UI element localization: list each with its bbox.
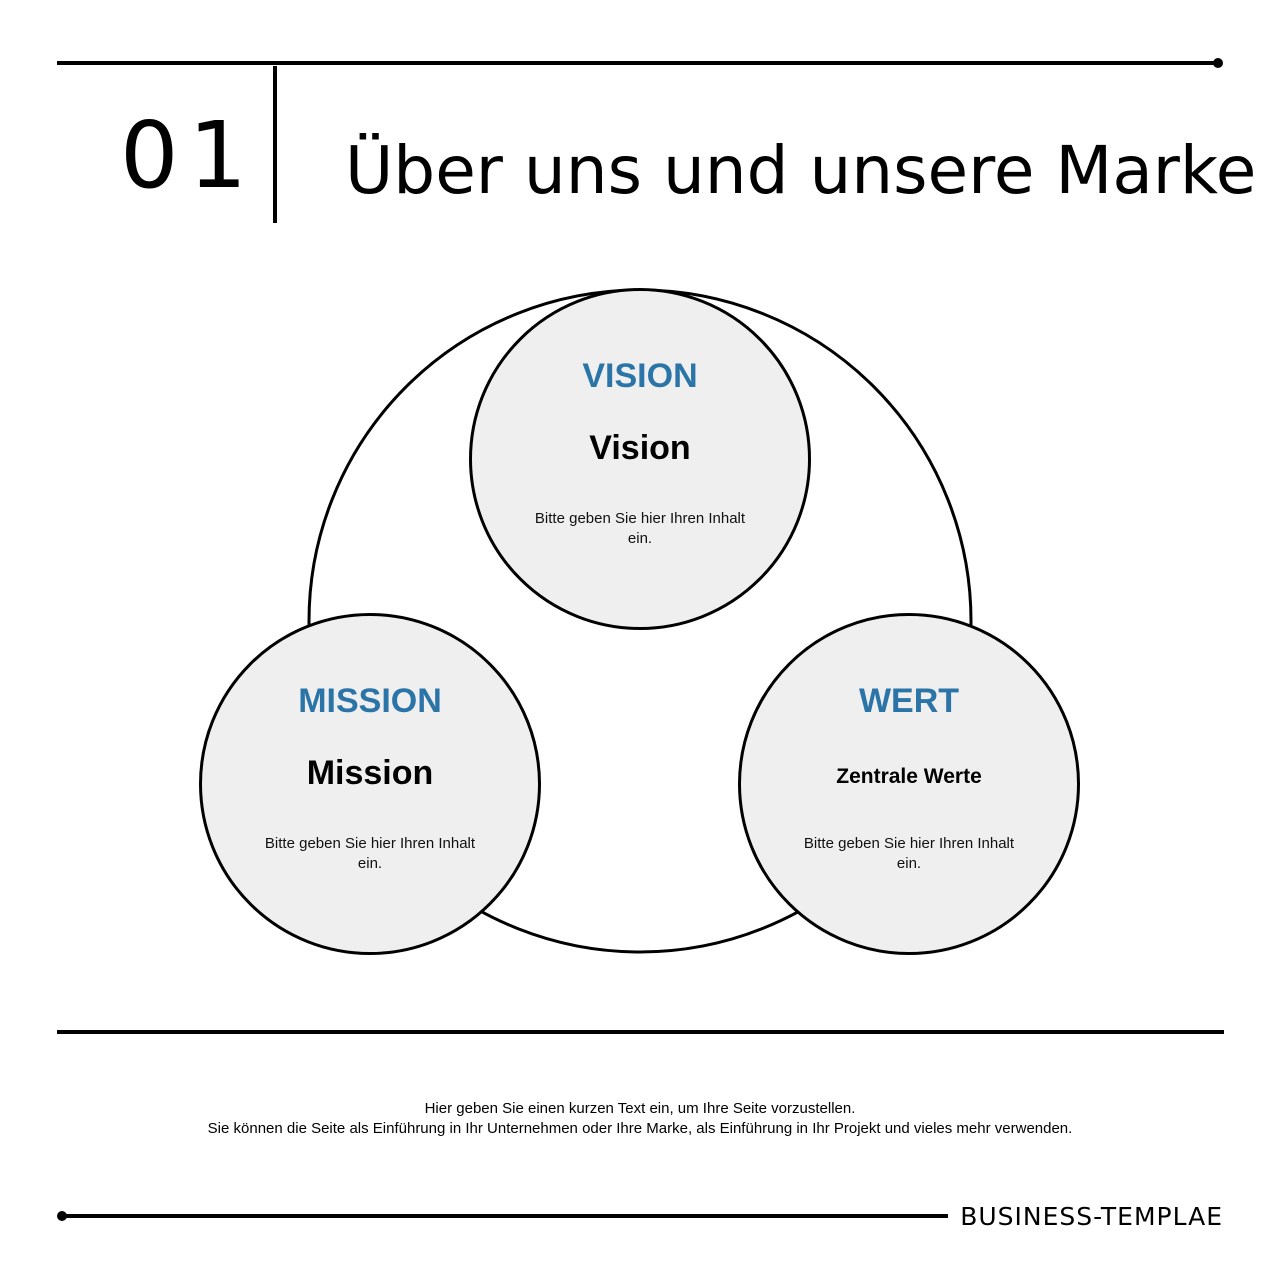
page-title: Über uns und unsere Marke [345, 132, 1257, 209]
values-heading: Zentrale Werte [836, 765, 982, 788]
top-rule [57, 61, 1220, 65]
header-divider [273, 66, 277, 223]
vision-description: Bitte geben Sie hier Ihren Inhalt ein. [534, 510, 746, 547]
values-description: Bitte geben Sie hier Ihren Inhalt ein. [803, 835, 1015, 872]
values-circle: WERT Zentrale Werte Bitte geben Sie hier… [738, 613, 1080, 955]
intro-line-1: Hier geben Sie einen kurzen Text ein, um… [424, 1100, 856, 1117]
values-category: WERT [858, 682, 960, 720]
mission-circle: MISSION Mission Bitte geben Sie hier Ihr… [199, 613, 541, 955]
mission-description: Bitte geben Sie hier Ihren Inhalt ein. [264, 835, 476, 872]
intro-line-2: Sie können die Seite als Einführung in I… [207, 1120, 1073, 1137]
vision-category: VISION [582, 357, 698, 395]
vision-heading: Vision [589, 429, 691, 467]
footer-rule [62, 1214, 948, 1218]
vision-circle: VISION Vision Bitte geben Sie hier Ihren… [469, 288, 811, 630]
top-rule-dot [1213, 58, 1223, 68]
bottom-rule [57, 1030, 1224, 1034]
mission-category: MISSION [298, 682, 442, 720]
footer-brand: BUSINESS-TEMPLAE [960, 1202, 1223, 1231]
section-number: 01 [120, 102, 258, 209]
mission-heading: Mission [306, 754, 434, 792]
intro-text: Hier geben Sie einen kurzen Text ein, um… [0, 1099, 1280, 1139]
